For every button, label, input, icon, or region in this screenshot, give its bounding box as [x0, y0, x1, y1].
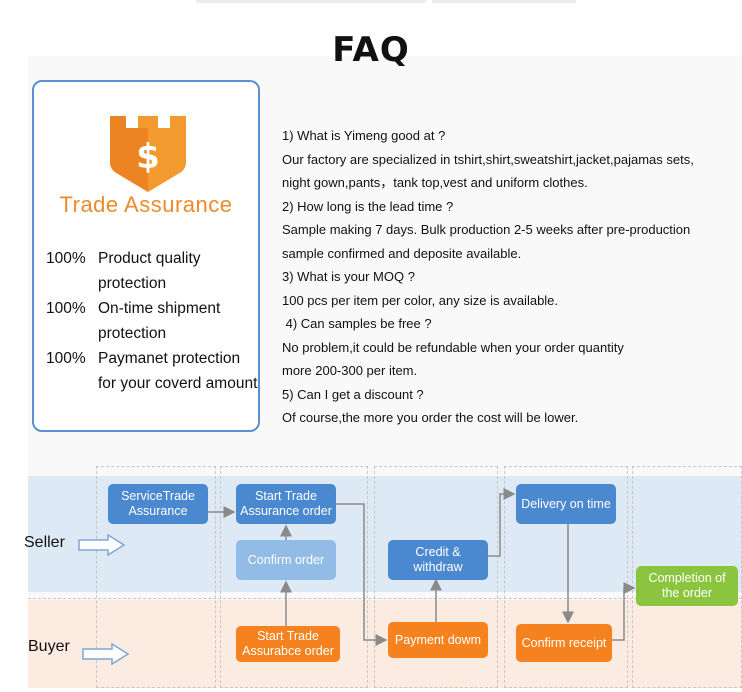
faq-question: 2) How long is the lead time ? [282, 198, 454, 214]
buyer-arrow-icon [82, 643, 130, 665]
completion-of-order-node: Completion of the order [636, 566, 738, 606]
faq-answer: Sample making 7 days. Bulk production 2-… [282, 222, 691, 237]
faq-question: 4) Can samples be free ? [282, 316, 432, 331]
flow-column [504, 466, 628, 688]
assurance-text: Product quality protection [98, 250, 201, 292]
page-title: FAQ [332, 30, 410, 70]
top-divider-left [196, 0, 426, 3]
payment-down-node: Payment dowm [388, 622, 488, 658]
top-divider-right [432, 0, 576, 3]
start-trade-assurance-order-seller-node: Start Trade Assurance order [236, 484, 336, 524]
assurance-percent: 100% [46, 350, 86, 367]
svg-text:$: $ [136, 137, 160, 177]
faq-answer: No problem,it could be refundable when y… [282, 339, 624, 355]
faq-answer: Our factory are specialized in tshirt,sh… [282, 151, 694, 167]
faq-answer: 100 pcs per item per color, any size is … [282, 292, 559, 308]
trade-assurance-name: Trade Assurance [59, 192, 233, 217]
faq-question: 1) What is Yimeng good at ? [282, 128, 446, 143]
flow-connectors [208, 488, 636, 646]
delivery-on-time-node: Delivery on time [516, 484, 616, 524]
service-trade-assurance-node: ServiceTrade Assurance [108, 484, 208, 524]
top-divider [0, 0, 742, 4]
seller-lane-label: Seller [24, 534, 65, 551]
assurance-item: 100% Paymanet protection for your coverd… [46, 346, 260, 396]
flow-column [374, 466, 498, 688]
flow-column [220, 466, 368, 688]
seller-arrow-icon [78, 534, 126, 556]
assurance-item: 100% On-time shipment protection [46, 296, 260, 346]
faq-answer: more 200-300 per item. [282, 363, 418, 378]
assurance-item: 100% Product quality protection [46, 246, 260, 296]
confirm-order-node: Confirm order [236, 540, 336, 580]
faq-answer: night gown,pants，tank top,vest and unifo… [282, 175, 588, 190]
assurance-percent: 100% [46, 250, 86, 267]
assurance-percent: 100% [46, 300, 86, 317]
assurance-text: Paymanet protection for your coverd amou… [98, 350, 258, 392]
dollar-shield-icon: $ [110, 116, 186, 192]
faq-answer: sample confirmed and deposite available. [282, 245, 522, 261]
lane-divider [28, 598, 742, 599]
confirm-receipt-node: Confirm receipt [516, 624, 612, 662]
faq-answer: Of course,the more you order the cost wi… [282, 410, 579, 425]
flow-column [96, 466, 216, 688]
faq-question: 5) Can I get a discount ? [282, 386, 424, 402]
buyer-lane-label: Buyer [28, 638, 70, 655]
faq-question: 3) What is your MOQ ? [282, 269, 415, 284]
credit-withdraw-node: Credit & withdraw [388, 540, 488, 580]
trade-assurance-card: $ Trade Assurance 100% Product quality p… [32, 80, 260, 432]
assurance-text: On-time shipment protection [98, 300, 221, 342]
assurance-list: 100% Product quality protection 100% On-… [46, 246, 260, 396]
faq-list: 1) What is Yimeng good at ? Our factory … [282, 124, 742, 430]
order-flow-diagram: Seller Buyer ServiceTrade Assurance Star… [24, 466, 742, 688]
start-trade-assurance-order-buyer-node: Start Trade Assurabce order [236, 626, 340, 662]
